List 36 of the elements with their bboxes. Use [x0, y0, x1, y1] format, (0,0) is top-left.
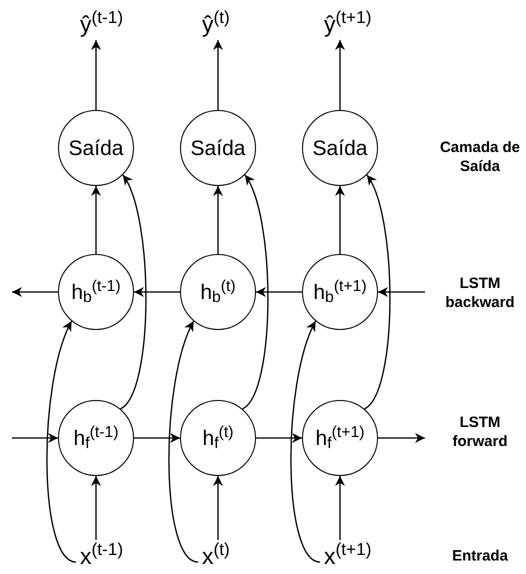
output-label: ŷ$^{(t-1)}$ — [80, 8, 150, 40]
layer-label: Camada de Saída — [438, 138, 522, 176]
arrow — [91, 40, 101, 110]
arrow — [134, 433, 180, 443]
arrow — [46, 320, 76, 563]
layer-label: Entrada — [451, 546, 509, 566]
arrow — [290, 320, 320, 563]
arrow — [256, 433, 302, 443]
arrow — [335, 476, 345, 540]
node-label: Saída — [312, 138, 368, 158]
arrow — [242, 174, 269, 410]
arrow — [213, 186, 223, 254]
output-label: ŷ$^{(t)}$ — [202, 8, 272, 40]
input-label: x$^{(t+1)}$ — [324, 540, 394, 572]
arrow — [168, 320, 198, 563]
arrow — [12, 287, 58, 297]
arrow — [364, 174, 391, 410]
arrow — [91, 186, 101, 254]
layer-label: LSTM backward — [444, 274, 516, 312]
arrow — [335, 186, 345, 254]
arrow — [378, 433, 425, 443]
arrow — [213, 476, 223, 540]
arrow — [378, 287, 425, 297]
node-label: Saída — [190, 138, 246, 158]
arrow — [335, 40, 345, 110]
arrow — [91, 476, 101, 540]
arrow — [213, 40, 223, 110]
output-label: ŷ$^{(t+1)}$ — [324, 8, 394, 40]
input-label: x$^{(t)}$ — [202, 540, 272, 572]
input-label: x$^{(t-1)}$ — [80, 540, 150, 572]
layer-label: LSTM forward — [451, 413, 508, 451]
arrow — [12, 433, 58, 443]
node-label: Saída — [68, 138, 124, 158]
arrow — [256, 287, 302, 297]
arrow — [134, 287, 180, 297]
arrow — [120, 174, 147, 410]
